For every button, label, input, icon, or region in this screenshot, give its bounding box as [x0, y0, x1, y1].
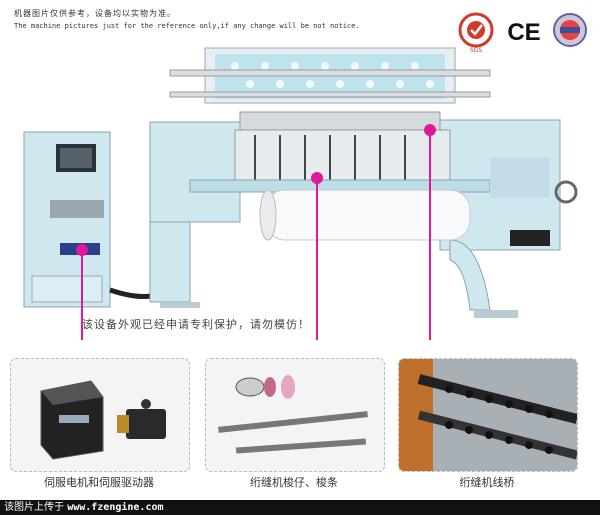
sgs-logo: SGS — [458, 12, 494, 54]
caption-shuttle: 绗缝机梭仔、梭条 — [250, 476, 338, 489]
footer-prefix: 该图片上传于 — [4, 502, 64, 513]
ce-logo: CE — [507, 19, 540, 46]
footer-bar: 该图片上传于 www.fzengine.com — [0, 500, 600, 515]
servo-image — [40, 380, 166, 460]
feature-panel-servo — [10, 358, 190, 472]
shuttle-image — [218, 375, 368, 454]
sgs-label: SGS — [470, 47, 482, 54]
notice-cn: 机器图片仅供参考，设备均以实物为准。 — [14, 9, 176, 18]
feature-panel-shuttle — [205, 358, 385, 472]
pointer-dot-bridge — [424, 124, 436, 136]
ce-label: CE — [507, 19, 540, 46]
fabric-roll — [259, 189, 471, 241]
machine-body — [149, 111, 578, 318]
feature-panel-bridge — [398, 358, 578, 472]
certification-logos: SGS CE — [458, 12, 587, 54]
callout-pointers — [76, 124, 436, 340]
pointer-dot-shuttle — [311, 172, 323, 184]
quilting-machine-image — [23, 47, 578, 340]
caption-servo: 伺服电机和伺服驱动器 — [44, 476, 154, 489]
pointer-dot-servo — [76, 244, 88, 256]
bridge-image — [399, 359, 577, 471]
globe-logo — [553, 13, 587, 47]
patent-notice: 该设备外观已经申请专利保护，请勿模仿！ — [82, 318, 310, 331]
top-frame — [169, 47, 491, 104]
control-cabinet — [23, 131, 111, 308]
notice-en: The machine pictures just for the refere… — [14, 22, 360, 30]
caption-bridge: 绗缝机线桥 — [459, 476, 515, 489]
footer-url[interactable]: www.fzengine.com — [67, 502, 164, 513]
